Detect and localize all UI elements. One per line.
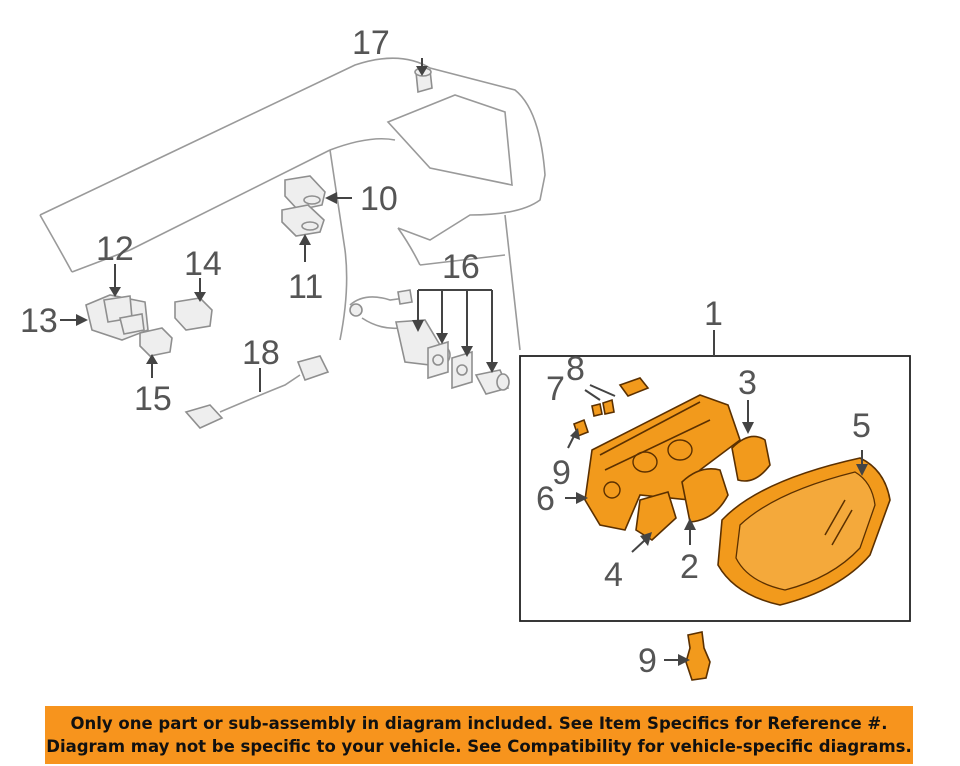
part-10-switch[interactable] — [284, 175, 326, 211]
label-4: 4 — [604, 556, 623, 594]
part-7-bulb[interactable] — [591, 403, 603, 417]
label-10: 10 — [360, 180, 398, 218]
part-11-switch[interactable] — [281, 204, 325, 237]
part-5-cluster-lens[interactable] — [717, 457, 891, 606]
label-2: 2 — [680, 548, 699, 586]
part-14-switch[interactable] — [174, 297, 213, 331]
label-11: 11 — [288, 268, 323, 306]
part-17-clip[interactable] — [414, 67, 433, 94]
part-15-switch[interactable] — [139, 327, 173, 357]
disclaimer-banner: Only one part or sub-assembly in diagram… — [45, 706, 913, 764]
disclaimer-line-1: Only one part or sub-assembly in diagram… — [70, 714, 888, 733]
label-18: 18 — [242, 334, 280, 372]
label-9b: 9 — [638, 642, 657, 680]
label-12: 12 — [96, 230, 134, 268]
label-5: 5 — [852, 407, 871, 445]
label-6: 6 — [536, 480, 555, 518]
label-7: 7 — [546, 370, 565, 408]
part-3-tachometer[interactable] — [731, 435, 771, 482]
part-4-gauge[interactable] — [635, 491, 677, 542]
callout-labels: 17 10 11 12 13 14 15 16 18 1 3 5 8 7 9 6… — [20, 24, 871, 680]
part-13-switch-assembly[interactable] — [85, 294, 149, 341]
label-16: 16 — [442, 248, 480, 286]
part-8-bulb[interactable] — [602, 377, 650, 415]
parts-diagram: 17 10 11 12 13 14 15 16 18 1 3 5 8 7 9 6… — [20, 24, 911, 681]
part-18-harness[interactable] — [184, 355, 330, 429]
label-3: 3 — [738, 364, 757, 402]
label-17: 17 — [352, 24, 390, 62]
label-14: 14 — [184, 245, 222, 283]
leader-lines — [60, 58, 868, 666]
dashboard-outline — [39, 57, 546, 351]
part-9-bulb-lower[interactable] — [685, 631, 711, 681]
label-13: 13 — [20, 302, 58, 340]
label-8: 8 — [566, 350, 585, 388]
label-9a: 9 — [552, 454, 571, 492]
part-2-speedometer[interactable] — [681, 468, 729, 523]
part-16-lighter-assembly[interactable] — [349, 289, 510, 395]
disclaimer-line-2: Diagram may not be specific to your vehi… — [46, 737, 912, 756]
label-1: 1 — [704, 295, 723, 333]
label-15: 15 — [134, 380, 172, 418]
